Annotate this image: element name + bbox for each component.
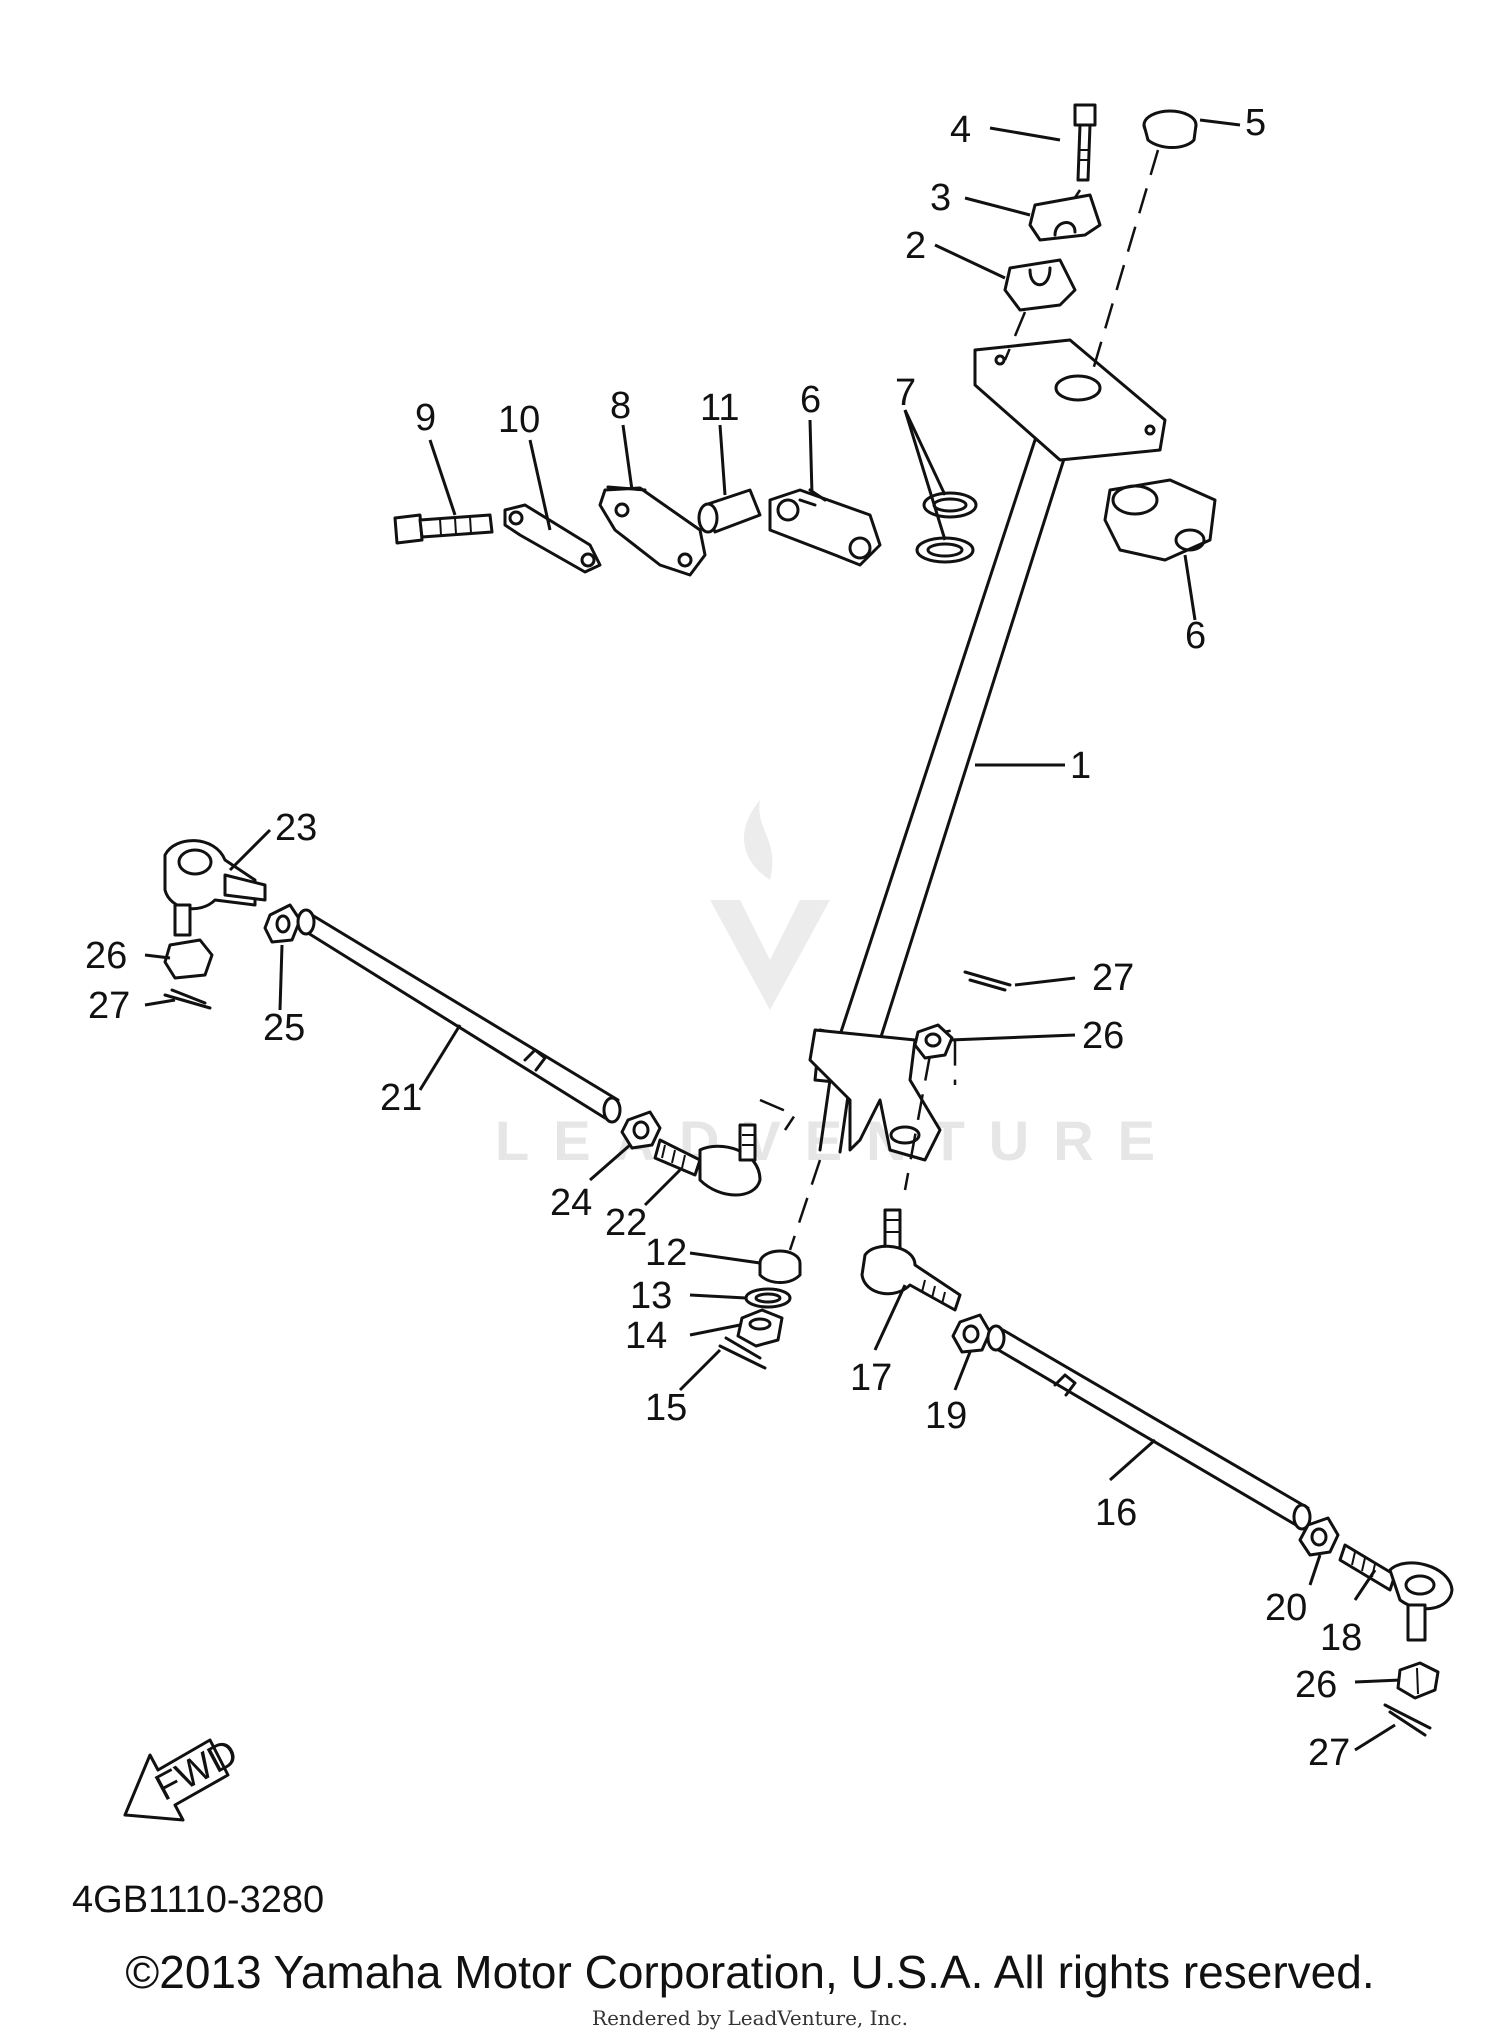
nut-26-left[interactable]: [163, 938, 214, 980]
cap-guide-line: [1088, 149, 1160, 381]
copyright-notice: ©2013 Yamaha Motor Corporation, U.S.A. A…: [125, 1946, 1375, 1998]
callout-25[interactable]: 25: [263, 1007, 305, 1049]
tie-rod-end-17[interactable]: [860, 1208, 962, 1312]
watermark-text: LEADVENTURE: [495, 1109, 1179, 1172]
callout-4[interactable]: 4: [950, 109, 971, 151]
pitman-arm[interactable]: [808, 1028, 942, 1162]
callout-13[interactable]: 13: [630, 1275, 672, 1317]
callout-19[interactable]: 19: [925, 1395, 967, 1437]
callout-3[interactable]: 3: [930, 177, 951, 219]
callout-20[interactable]: 20: [1265, 1587, 1307, 1629]
callout-1[interactable]: 1: [1070, 745, 1091, 787]
plate-8[interactable]: [598, 485, 707, 577]
diagram-code: 4GB1110-3280: [72, 1879, 324, 1921]
leadventure-watermark: LEADVENTURE: [495, 800, 1179, 1172]
callout-26a[interactable]: 26: [85, 935, 127, 977]
rendered-by: Rendered by LeadVenture, Inc.: [592, 2006, 908, 2030]
pin-guide: [788, 1159, 822, 1251]
washer-12[interactable]: [758, 1249, 802, 1284]
callout-2[interactable]: 2: [905, 225, 926, 267]
right-pin-guide: [903, 1054, 932, 1191]
cotter-pin-15[interactable]: [718, 1336, 767, 1370]
callout-5[interactable]: 5: [1245, 102, 1266, 144]
callout-22[interactable]: 22: [605, 1202, 647, 1244]
shaft-cap[interactable]: [1142, 109, 1198, 149]
cotter-pin-27-lower[interactable]: [1383, 1703, 1432, 1737]
callout-21[interactable]: 21: [380, 1077, 422, 1119]
nut-19[interactable]: [951, 1313, 992, 1354]
washer-25[interactable]: [263, 903, 302, 944]
cotter-pin-27-upper[interactable]: [963, 970, 1012, 992]
callout-10[interactable]: 10: [498, 399, 540, 441]
clamp-guide: [1003, 311, 1027, 361]
left-end-guide: [759, 1098, 797, 1131]
bushing-holder-left[interactable]: [768, 488, 882, 567]
tie-rod-16[interactable]: [986, 1324, 1312, 1531]
upper-holder-plate[interactable]: [973, 338, 1167, 462]
nut-26-upper[interactable]: [913, 1023, 954, 1060]
callout-8[interactable]: 8: [610, 385, 631, 427]
callout-15[interactable]: 15: [645, 1387, 687, 1429]
leader-lines: [144, 118, 1401, 1752]
bolt-9[interactable]: [393, 513, 494, 545]
tie-rod-end-18[interactable]: [1338, 1543, 1454, 1642]
callout-26b[interactable]: 26: [1082, 1015, 1124, 1057]
nut-26-lower[interactable]: [1396, 1661, 1440, 1700]
lock-plate-10[interactable]: [503, 503, 602, 574]
bolt-4[interactable]: [1073, 103, 1097, 182]
bushing-holder-right[interactable]: [1103, 478, 1217, 562]
callout-11[interactable]: 11: [700, 387, 739, 429]
nut-14[interactable]: [736, 1308, 784, 1348]
fwd-label: FWD: [149, 1732, 245, 1810]
callout-6b[interactable]: 6: [1185, 615, 1206, 657]
tie-rod-21[interactable]: [296, 908, 622, 1124]
callout-26c[interactable]: 26: [1295, 1664, 1337, 1706]
callout-17[interactable]: 17: [850, 1357, 892, 1399]
collar-11[interactable]: [697, 488, 762, 534]
bushings-7[interactable]: [915, 491, 978, 564]
tie-rod-end-22[interactable]: [653, 1123, 762, 1197]
callout-16[interactable]: 16: [1095, 1492, 1137, 1534]
callout-labels: 4 5 3 2 9 10 8 11 6 7 6 1 23 26 27 25 21…: [85, 102, 1362, 1774]
callout-27c[interactable]: 27: [1308, 1732, 1350, 1774]
callout-14[interactable]: 14: [625, 1315, 667, 1357]
callout-24[interactable]: 24: [550, 1182, 592, 1224]
callout-27b[interactable]: 27: [1092, 957, 1134, 999]
nut-20[interactable]: [1298, 1516, 1340, 1557]
washer-13[interactable]: [744, 1287, 792, 1309]
callout-12[interactable]: 12: [645, 1232, 687, 1274]
callout-9[interactable]: 9: [415, 397, 436, 439]
callout-7[interactable]: 7: [895, 372, 916, 414]
fwd-arrow-icon: FWD: [123, 1732, 245, 1822]
cotter-pin-27-left[interactable]: [163, 988, 212, 1010]
callout-27a[interactable]: 27: [88, 985, 130, 1027]
nut-24[interactable]: [620, 1110, 662, 1150]
callout-18[interactable]: 18: [1320, 1617, 1362, 1659]
lower-clamp-2[interactable]: [1003, 258, 1077, 312]
callout-6a[interactable]: 6: [800, 379, 821, 421]
tie-rod-end-23[interactable]: [163, 839, 267, 937]
upper-clamp-3[interactable]: [1028, 193, 1102, 242]
callout-23[interactable]: 23: [275, 807, 317, 849]
